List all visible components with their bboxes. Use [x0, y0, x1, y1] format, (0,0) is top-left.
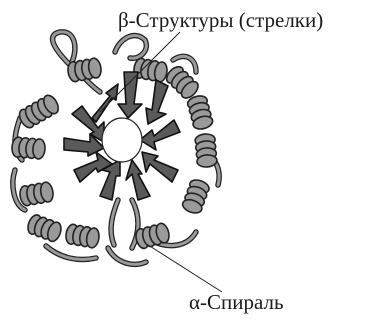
alpha-leader-line [145, 243, 222, 292]
beta-structures-label: β-Структуры (стрелки) [118, 10, 323, 31]
beta-leader-line [100, 32, 180, 112]
alpha-helix-label: α-Спираль [189, 292, 284, 313]
barrel-core [102, 118, 142, 162]
